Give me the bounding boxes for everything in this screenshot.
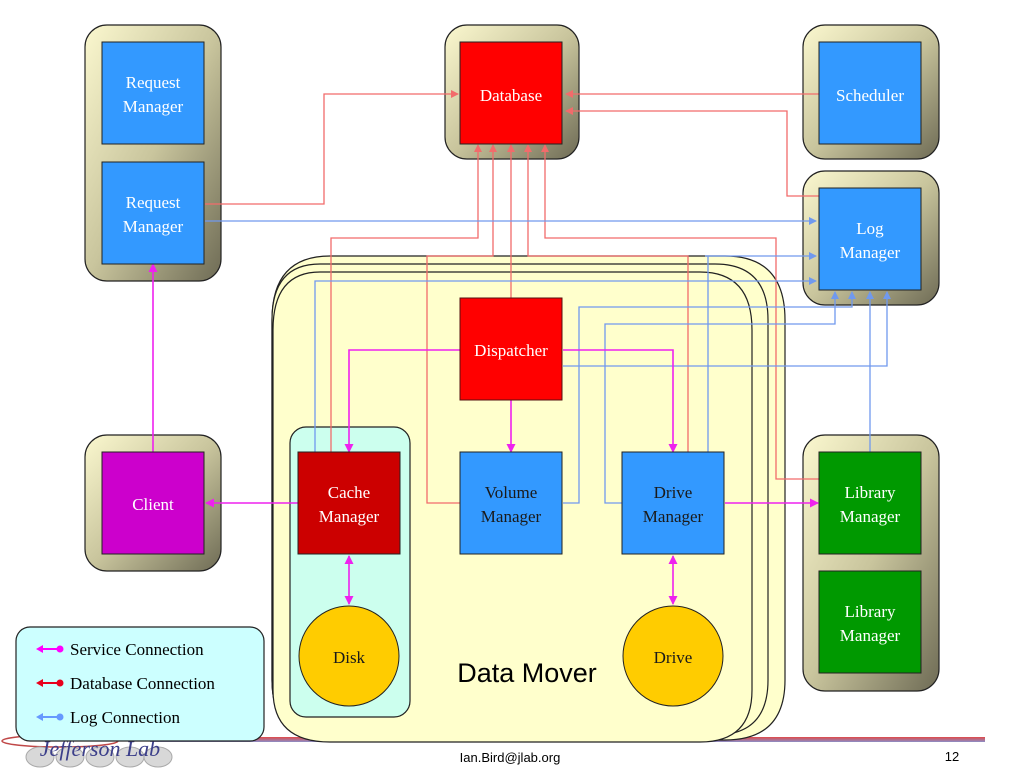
db-link-volume-manager [426,144,497,504]
data-mover-label: Data Mover [457,658,597,688]
legend-item-service: Service Connection [36,640,204,659]
db-link-library-manager [541,144,819,480]
database-connections [205,90,819,504]
node-label: Dispatcher [474,341,548,360]
log-connections [205,217,891,504]
node-label: Manager [123,217,184,236]
node-disk[interactable]: Disk [298,605,400,707]
svc-link-dispatcher-drive [563,349,678,453]
node-label: Manager [840,626,901,645]
node-request-manager-2[interactable]: Request Manager [101,161,205,265]
node-label: Volume [485,483,538,502]
node-database[interactable]: Database [459,41,563,145]
log-link-drive-manager-a [604,291,839,504]
footer-email: Ian.Bird@jlab.org [460,750,561,765]
node-drive[interactable]: Drive [622,605,724,707]
log-link-volume-manager [563,291,856,504]
legend-label: Database Connection [70,674,215,693]
legend-label: Log Connection [70,708,181,727]
node-label: Drive [654,483,693,502]
node-label: Manager [481,507,542,526]
node-library-manager-2[interactable]: Library Manager [818,570,922,674]
svc-link-dispatcher-cache [344,349,460,453]
node-label: Manager [643,507,704,526]
node-label: Manager [840,243,901,262]
legend-box [15,626,265,742]
db-link-request-manager [205,90,459,205]
db-link-drive-manager [524,144,689,452]
legend-item-log: Log Connection [36,708,181,727]
node-label: Request [126,73,181,92]
node-label: Client [132,495,174,514]
node-scheduler[interactable]: Scheduler [818,41,922,145]
node-label: Drive [654,648,693,667]
page-number: 12 [945,749,959,764]
node-label: Request [126,193,181,212]
node-label: Manager [840,507,901,526]
service-connections [148,263,819,605]
node-dispatcher[interactable]: Dispatcher [459,297,563,401]
legend: Service Connection Database Connection L… [15,626,265,742]
node-log-manager[interactable]: Log Manager [818,187,922,291]
node-client[interactable]: Client [101,451,205,555]
node-library-manager-1[interactable]: Library Manager [818,451,922,555]
logo-spheres [25,746,173,768]
node-request-manager-1[interactable]: Request Manager [101,41,205,145]
node-label: Manager [123,97,184,116]
node-cache-manager[interactable]: Cache Manager [297,451,401,555]
db-link-log-manager [565,107,819,197]
legend-label: Service Connection [70,640,204,659]
legend-item-database: Database Connection [36,674,215,693]
log-link-dispatcher [563,291,891,367]
node-label: Library [845,483,896,502]
db-link-cache-manager [330,144,482,452]
node-drive-manager[interactable]: Drive Manager [621,451,725,555]
node-label: Manager [319,507,380,526]
node-label: Log [856,219,884,238]
node-label: Cache [328,483,370,502]
node-label: Disk [333,648,366,667]
node-volume-manager[interactable]: Volume Manager [459,451,563,555]
log-link-cache-manager [314,277,817,452]
node-label: Library [845,602,896,621]
node-label: Database [480,86,542,105]
node-label: Scheduler [836,86,904,105]
